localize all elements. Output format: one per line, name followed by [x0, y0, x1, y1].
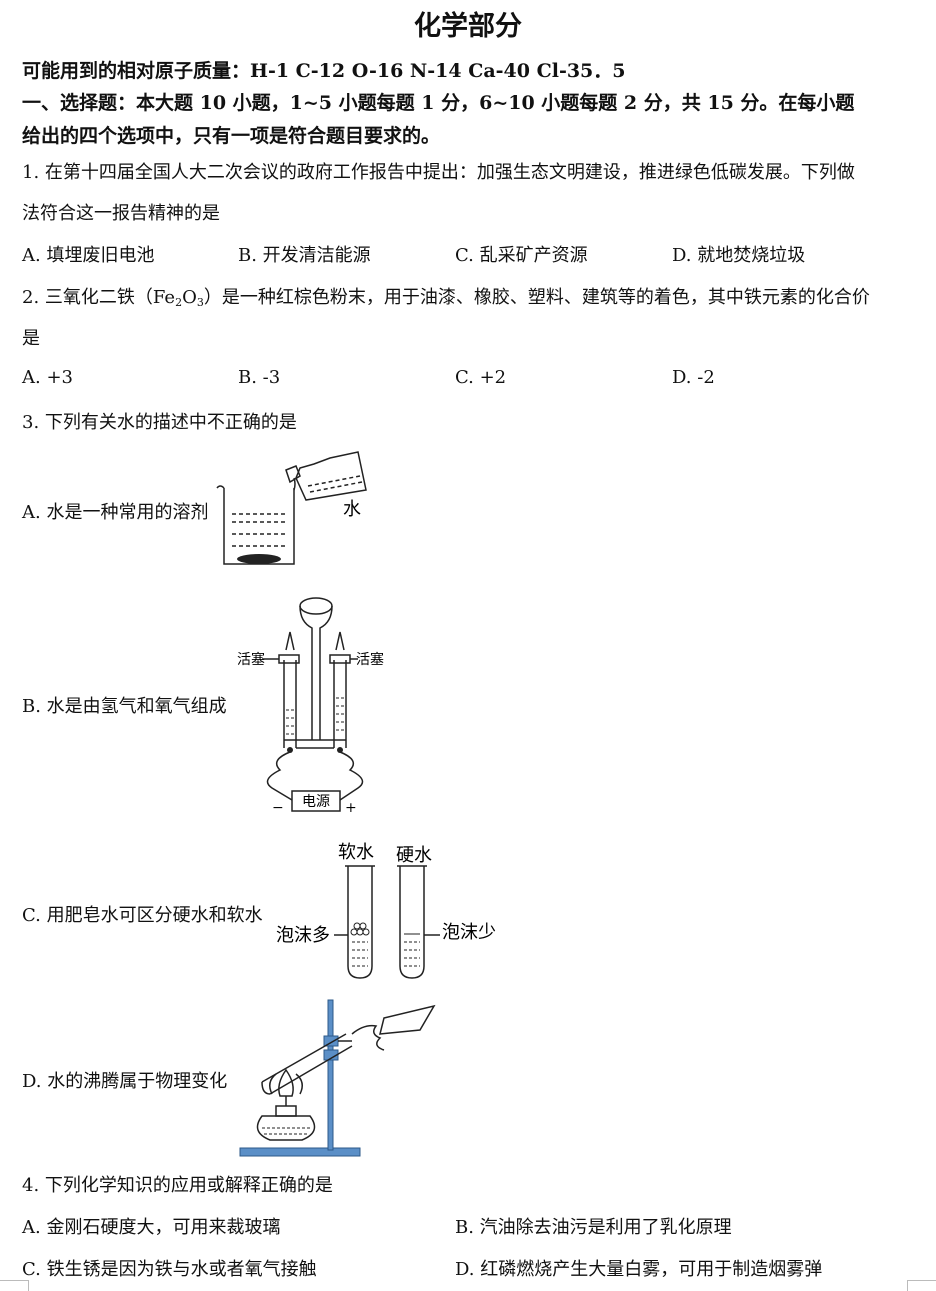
section-heading-line2: 给出的四个选项中，只有一项是符合题目要求的。: [22, 125, 441, 147]
soft-water-label: 软水: [338, 842, 374, 863]
q2-option-c: C. +2: [455, 367, 507, 388]
q3-option-c: C. 用肥皂水可区分硬水和软水: [22, 905, 263, 926]
water-label: 水: [343, 499, 361, 520]
q4-option-c: C. 铁生锈是因为铁与水或者氧气接触: [22, 1259, 317, 1280]
q1-option-a: A. 填埋废旧电池: [22, 245, 155, 266]
foam-few-label: 泡沫少: [442, 922, 496, 943]
q2-prefix: 2. 三氧化二铁（: [22, 287, 153, 308]
foam-many-label: 泡沫多: [276, 925, 330, 946]
q1-stem-line1: 1. 在第十四届全国人大二次会议的政府工作报告中提出：加强生态文明建设，推进绿色…: [22, 162, 855, 183]
positive-terminal: +: [345, 800, 357, 816]
q2-stem-line2: 是: [22, 328, 40, 349]
page-corner-mark-right: [907, 1280, 936, 1291]
section-heading-line1: 一、选择题：本大题 10 小题，1~5 小题每题 1 分，6~10 小题每题 2…: [22, 92, 855, 114]
hard-water-label: 硬水: [396, 845, 432, 866]
negative-terminal: −: [272, 800, 284, 816]
q3-stem: 3. 下列有关水的描述中不正确的是: [22, 412, 297, 433]
q1-option-d: D. 就地焚烧垃圾: [672, 245, 806, 266]
atomic-masses: 可能用到的相对原子质量：H-1 C-12 O-16 N-14 Ca-40 Cl-…: [22, 60, 626, 82]
page-title: 化学部分: [414, 11, 522, 42]
page-corner-mark-left: [0, 1280, 29, 1291]
q3-option-d: D. 水的沸腾属于物理变化: [22, 1071, 228, 1092]
q2-stem-line1: 2. 三氧化二铁（Fe2O3）是一种红棕色粉末，用于油漆、橡胶、塑料、建筑等的着…: [22, 283, 870, 309]
q1-option-c: C. 乱采矿产资源: [455, 245, 588, 266]
chemical-formula: Fe2O3: [152, 287, 204, 309]
stopcock-right-label: 活塞: [356, 651, 384, 668]
q2-option-a: A. +3: [22, 367, 73, 388]
q1-option-b: B. 开发清洁能源: [238, 245, 371, 266]
q2-option-b: B. -3: [238, 367, 281, 388]
power-label: 电源: [302, 794, 330, 810]
q4-stem: 4. 下列化学知识的应用或解释正确的是: [22, 1175, 333, 1196]
stopcock-left-label: 活塞: [237, 651, 265, 668]
q1-stem-line2: 法符合这一报告精神的是: [22, 203, 220, 224]
q2-suffix: ）是一种红棕色粉末，用于油漆、橡胶、塑料、建筑等的着色，其中铁元素的化合价: [203, 287, 870, 308]
q3-option-a: A. 水是一种常用的溶剂: [22, 502, 209, 523]
q4-option-b: B. 汽油除去油污是利用了乳化原理: [455, 1217, 732, 1238]
q4-option-d: D. 红磷燃烧产生大量白雾，可用于制造烟雾弹: [455, 1259, 823, 1280]
q3-option-b: B. 水是由氢气和氧气组成: [22, 696, 227, 717]
q2-option-d: D. -2: [672, 367, 715, 388]
q4-option-a: A. 金刚石硬度大，可用来裁玻璃: [22, 1217, 281, 1238]
